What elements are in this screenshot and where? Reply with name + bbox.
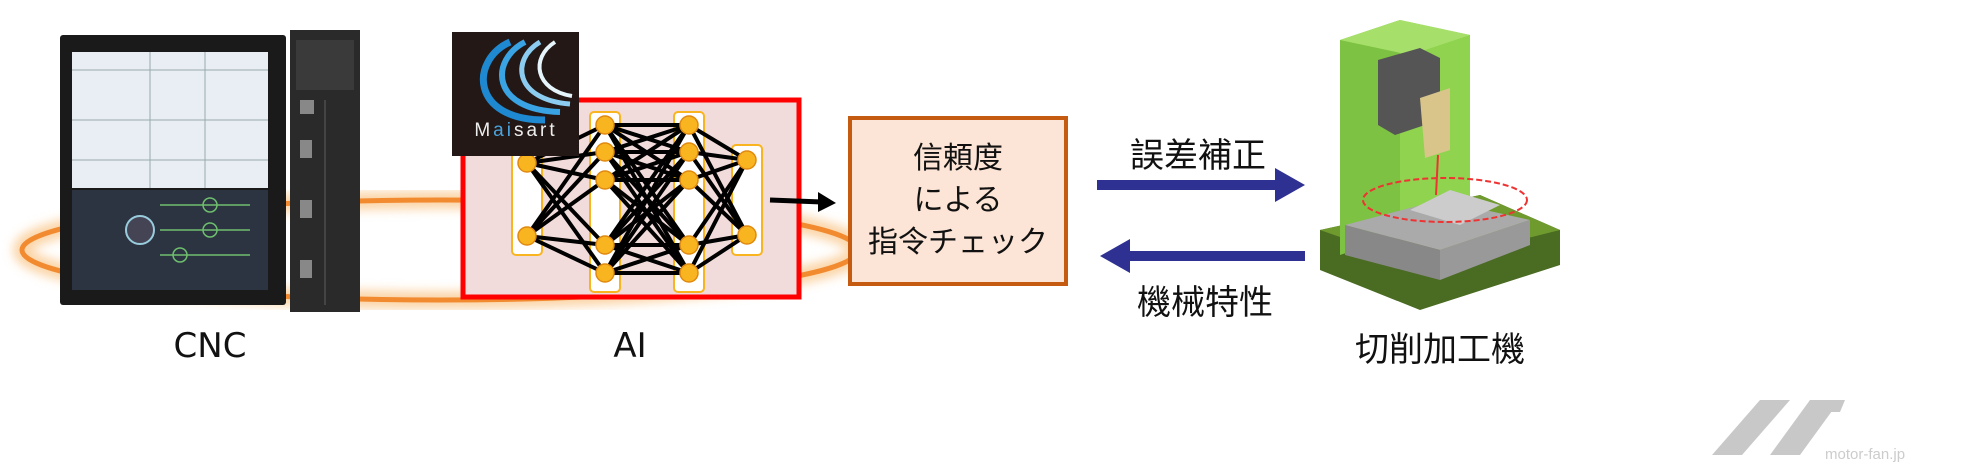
nn-edge	[525, 123, 607, 238]
nn-edge	[687, 150, 749, 237]
nn-node	[737, 150, 757, 170]
nn-node	[679, 115, 699, 135]
nn-edge	[603, 123, 691, 247]
nn-edge	[603, 178, 691, 275]
watermark-text: motor-fan.jp	[1825, 446, 1906, 463]
watermark-logo	[1712, 400, 1845, 455]
nn-node	[595, 263, 615, 283]
cutting-machine	[1320, 20, 1560, 310]
nn-edge	[687, 124, 749, 236]
nn-edge	[526, 234, 606, 275]
check-line-2: による	[913, 183, 1003, 218]
nn-edge	[603, 150, 691, 275]
nn-edge	[688, 233, 748, 247]
nn-edge	[526, 161, 606, 182]
nn-node	[595, 115, 615, 135]
nn-edge	[604, 243, 690, 275]
machine-characteristics-arrow	[1100, 239, 1305, 273]
nn-node	[595, 170, 615, 190]
nn-node	[595, 142, 615, 162]
nn-edge	[688, 158, 748, 182]
nn-node	[679, 142, 699, 162]
nn-node	[595, 235, 615, 255]
nn-node	[679, 235, 699, 255]
nn-edge	[603, 124, 691, 274]
nn-node	[517, 153, 537, 173]
error-correction-arrow	[1097, 168, 1305, 202]
cnc-monitor	[60, 35, 286, 305]
cnc-controller-unit	[290, 30, 360, 312]
command-check-box	[848, 116, 1068, 286]
nn-edge	[525, 161, 607, 247]
machine-label: 切削加工機	[1355, 330, 1525, 370]
maisart-logo-text: Maisart	[474, 120, 558, 141]
error-correction-label: 誤差補正	[1130, 136, 1266, 176]
maisart-logo	[452, 32, 579, 156]
ai-label: AI	[613, 326, 647, 366]
nn-node	[679, 263, 699, 283]
nn-nodes	[517, 115, 757, 283]
check-line-3: 指令チェック	[868, 225, 1048, 260]
machine-characteristics-label: 機械特性	[1137, 283, 1273, 323]
nn-node	[679, 170, 699, 190]
nn-edge	[525, 161, 607, 275]
ai-output-arrow	[769, 192, 836, 212]
cnc-label: CNC	[173, 326, 247, 366]
nn-node	[737, 225, 757, 245]
nn-connections	[525, 123, 749, 275]
nn-edge	[603, 123, 691, 182]
nn-edge	[525, 178, 607, 238]
nn-edge	[526, 150, 606, 165]
nn-edge	[604, 150, 690, 182]
check-line-1: 信頼度	[913, 141, 1003, 176]
nn-edge	[687, 123, 749, 162]
nn-edge	[687, 158, 749, 247]
nn-edge	[526, 234, 606, 247]
nn-node	[517, 226, 537, 246]
nn-edge	[687, 159, 749, 274]
nn-edge	[687, 233, 749, 275]
nn-edge	[525, 150, 607, 238]
command-check-text: 信頼度 による 指令チェック	[850, 118, 1066, 284]
nn-edge	[687, 178, 749, 237]
nn-edge	[604, 123, 690, 154]
nn-edge	[688, 150, 748, 162]
